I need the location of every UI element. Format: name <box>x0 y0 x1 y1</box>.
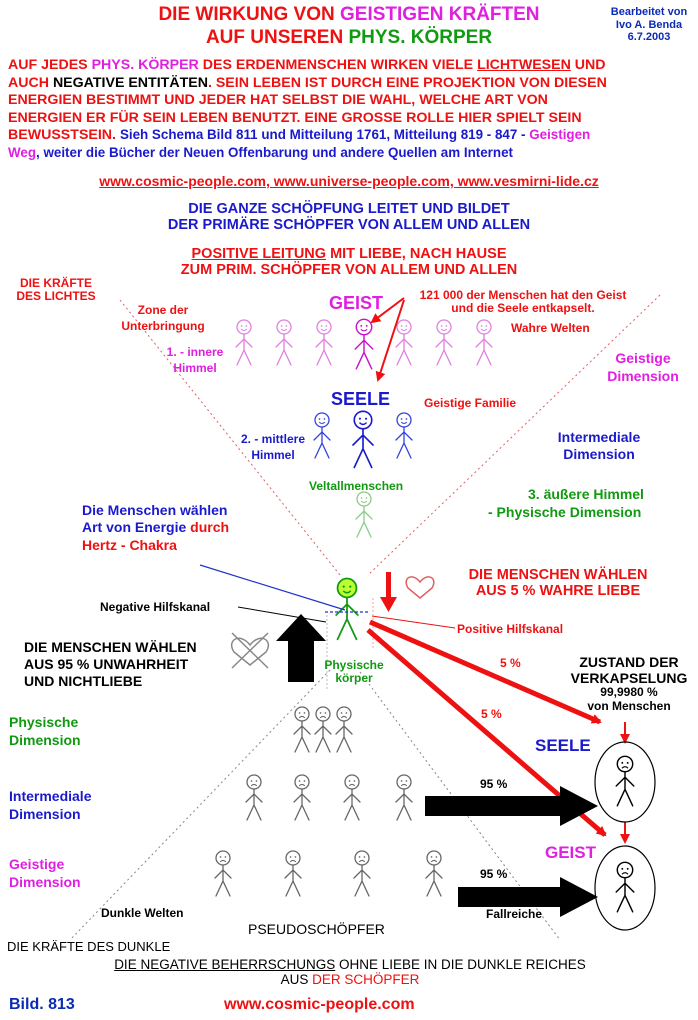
footer-website-link[interactable]: www.cosmic-people.com <box>224 996 415 1013</box>
negative-rule-text: DIE NEGATIVE BEHERRSCHUNGS OHNE LIEBE IN… <box>114 957 586 988</box>
choose-energy-text: Die Menschen wählen Art von Energie durc… <box>82 502 230 553</box>
geist-label-right: GEIST <box>545 843 597 862</box>
inner-heaven-figure <box>475 319 493 366</box>
seele-label-right: SEELE <box>535 736 591 755</box>
black-up-arrow <box>276 614 326 682</box>
heart-red-icon <box>405 576 435 599</box>
middle-heaven-figure <box>313 412 331 459</box>
fall-realms-label: Fallreiche <box>486 907 543 921</box>
geist-label-top: GEIST <box>329 293 384 313</box>
seele-pointer-arrow <box>375 299 405 382</box>
positive-leadership: POSITIVE LEITUNG MIT LIEBE, NACH HAUSE Z… <box>180 246 518 279</box>
intermedial-dark-figure <box>293 774 311 821</box>
intermedial-dark-figure <box>395 774 413 821</box>
dark-worlds-label: Dunkle Welten <box>101 906 184 920</box>
chakra-link-line <box>199 564 346 611</box>
encapsulation-state: ZUSTAND DER VERKAPSELUNG 99,9980 % von M… <box>570 654 688 713</box>
spiritual-family-label: Geistige Familie <box>424 396 517 410</box>
title-line1: DIE WIRKUNG VON GEISTIGEN KRÄFTEN <box>158 4 540 25</box>
geist-pointer-arrow <box>370 297 405 324</box>
universe-people-label: Veltallmenschen <box>309 479 404 493</box>
negative-channel-label: Negative Hilfskanal <box>100 600 211 614</box>
positive-channel-line <box>371 615 456 629</box>
spiritual-dark-figure <box>284 850 302 897</box>
red-arrow-to-seele <box>369 619 602 725</box>
spiritual-dark-figure <box>353 850 371 897</box>
spiritual-dark-figure <box>214 850 232 897</box>
title-line2: AUF UNSEREN PHYS. KÖRPER <box>205 27 493 48</box>
negative-channel-line <box>237 606 327 623</box>
dark-forces-text: DIE KRÄFTE DES DUNKLE <box>7 939 171 954</box>
website-links[interactable]: www.cosmic-people.com, www.universe-peop… <box>99 173 599 189</box>
spiritual-dark-figure <box>425 850 443 897</box>
seele-figure-top <box>352 410 374 469</box>
intermedial-dark-figure <box>343 774 361 821</box>
seele-label-top: SEELE <box>331 389 391 409</box>
physical-body-figure <box>335 577 359 641</box>
black-arrow-lower <box>458 877 598 917</box>
physical-dark-figure <box>293 706 311 753</box>
true-worlds-label: Wahre Welten <box>511 321 590 335</box>
inner-heaven-figure <box>435 319 453 366</box>
intermedial-dark-figure <box>245 774 263 821</box>
love-down-arrow <box>380 572 397 612</box>
physical-dark-figure <box>335 706 353 753</box>
intro-text: AUF JEDES PHYS. KÖRPER DES ERDENMENSCHEN… <box>8 57 607 161</box>
dark-cone-lines <box>69 669 561 941</box>
crossed-heart-icon <box>230 632 270 669</box>
seele-capsule <box>594 741 656 823</box>
geist-figure-top <box>354 318 374 370</box>
light-cone-lines <box>119 294 661 576</box>
inner-heaven-figure <box>275 319 293 366</box>
inner-heaven-figure <box>235 319 253 366</box>
heaven-3-label: 3. äußere Himmel- Physische Dimension <box>488 486 644 520</box>
positive-channel-label: Positive Hilfskanal <box>457 622 564 636</box>
pct-5-lower: 5 % <box>481 707 502 721</box>
inner-heaven-figure <box>315 319 333 366</box>
encapsulated-geist-figure <box>615 861 635 913</box>
inner-heaven-figure <box>395 319 413 366</box>
figure-number: Bild. 813 <box>9 996 75 1013</box>
encapsulated-seele-figure <box>615 755 635 807</box>
universe-person-figure <box>355 491 373 538</box>
black-arrow-upper <box>425 786 598 826</box>
pct-95-upper: 95 % <box>480 777 508 791</box>
pct-5-upper: 5 % <box>500 656 521 670</box>
pseudo-creator-label: PSEUDOSCHÖPFER <box>248 921 385 937</box>
pct-95-lower: 95 % <box>480 867 508 881</box>
geist-capsule <box>594 845 656 931</box>
physical-dark-figure <box>314 706 332 753</box>
middle-heaven-figure <box>395 412 413 459</box>
